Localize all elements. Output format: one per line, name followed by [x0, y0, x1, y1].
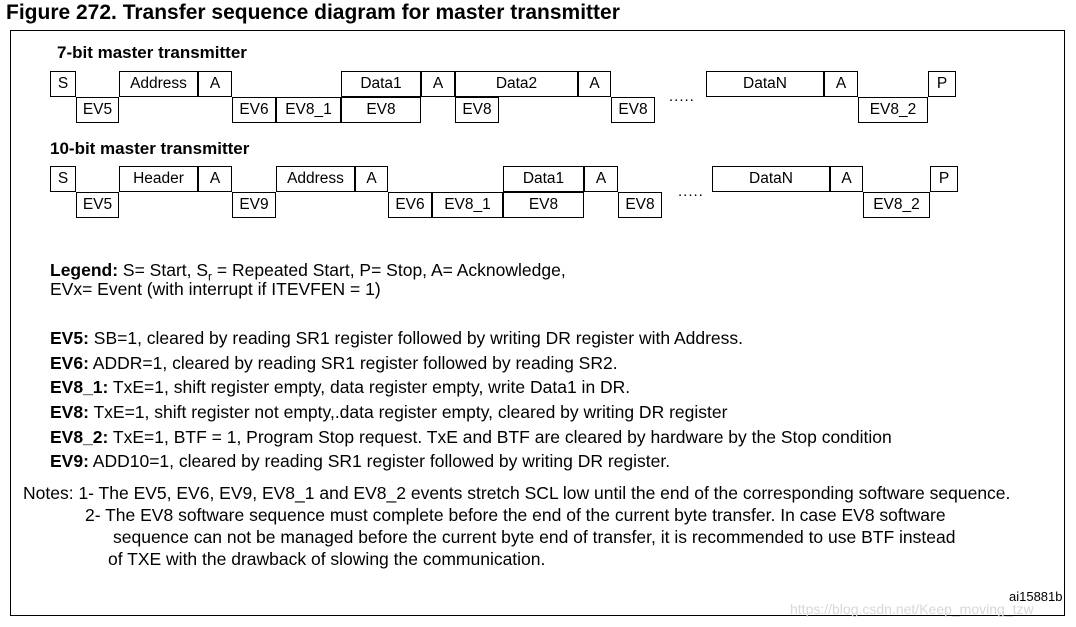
seq10-datan-cell: DataN [712, 166, 830, 192]
seq7-stop-cell: P [928, 71, 956, 97]
legend-text-a: S= Start, S [118, 260, 209, 280]
event-definition: EV8: TxE=1, shift register not empty,.da… [50, 402, 727, 423]
seq7-ev8-cell: EV8 [455, 97, 499, 123]
seq7-start-cell: S [50, 71, 76, 97]
event-definition: EV6: ADDR=1, cleared by reading SR1 regi… [50, 353, 618, 374]
seq7-ack-cell: A [824, 71, 858, 97]
event-desc: TxE=1, shift register empty, data regist… [108, 377, 631, 397]
seq10-ev8-2-cell: EV8_2 [863, 192, 930, 218]
seq7-ack-cell: A [578, 71, 611, 97]
seq10-ellipsis: ..... [678, 183, 704, 200]
seq10-ev9-cell: EV9 [232, 192, 276, 218]
note-line: of TXE with the drawback of slowing the … [108, 549, 546, 569]
watermark: https://blog.csdn.net/Keep_moving_tzw [790, 601, 1034, 617]
seq10-ev5-cell: EV5 [76, 192, 119, 218]
seq10-ev8-cell: EV8 [618, 192, 662, 218]
seq10-header-cell: Header [119, 166, 198, 192]
seq10-ack-cell: A [355, 166, 388, 192]
event-desc: SB=1, cleared by reading SR1 register fo… [88, 328, 744, 348]
seq7-datan-cell: DataN [706, 71, 824, 97]
seq7-ack-cell: A [421, 71, 455, 97]
seq7-ack-cell: A [198, 71, 232, 97]
seq10-title: 10-bit master transmitter [50, 139, 250, 158]
note-line: 2- The EV8 software sequence must comple… [85, 505, 946, 525]
figure-title: Figure 272. Transfer sequence diagram fo… [6, 1, 620, 24]
note-line: sequence can not be managed before the c… [113, 527, 956, 547]
seq7-ev8-1-cell: EV8_1 [276, 97, 341, 123]
seq7-title: 7-bit master transmitter [57, 43, 247, 62]
seq10-ev8-1-cell: EV8_1 [432, 192, 503, 218]
seq7-ev8-cell: EV8 [611, 97, 655, 123]
seq10-ev6-cell: EV6 [388, 192, 432, 218]
seq7-data1-cell: Data1 [341, 71, 421, 97]
event-name: EV5: [50, 328, 89, 348]
legend-label: Legend: [50, 260, 119, 280]
seq7-address-cell: Address [119, 71, 198, 97]
event-definition: EV5: SB=1, cleared by reading SR1 regist… [50, 328, 743, 349]
event-name: EV8_2: [50, 427, 109, 447]
event-desc: ADD10=1, cleared by reading SR1 register… [88, 451, 671, 471]
diagram-frame [10, 30, 1065, 616]
note-line: Notes: 1- The EV5, EV6, EV9, EV8_1 and E… [23, 483, 1011, 503]
seq7-ev6-cell: EV6 [232, 97, 276, 123]
seq10-ev8-cell: EV8 [503, 192, 584, 218]
event-desc: TxE=1, shift register not empty,.data re… [88, 402, 728, 422]
seq10-data1-cell: Data1 [503, 166, 584, 192]
seq7-ev8-cell: EV8 [341, 97, 421, 123]
legend-subscript: r [208, 269, 213, 284]
event-name: EV8: [50, 402, 89, 422]
event-desc: ADDR=1, cleared by reading SR1 register … [88, 353, 618, 373]
seq10-address-cell: Address [276, 166, 355, 192]
seq10-ack-cell: A [198, 166, 232, 192]
seq7-ev8-2-cell: EV8_2 [858, 97, 928, 123]
event-name: EV9: [50, 451, 89, 471]
figure-reference-id: ai15881b [1009, 589, 1063, 604]
seq10-start-cell: S [50, 166, 76, 192]
seq7-ev5-cell: EV5 [76, 97, 119, 123]
seq10-ack-cell: A [584, 166, 618, 192]
seq7-ellipsis: ..... [669, 88, 695, 105]
event-definition: EV8_1: TxE=1, shift register empty, data… [50, 377, 630, 398]
seq10-stop-cell: P [930, 166, 958, 192]
seq10-ack-cell: A [830, 166, 863, 192]
legend-text-b: = Repeated Start, P= Stop, A= Acknowledg… [212, 260, 566, 280]
event-name: EV6: [50, 353, 89, 373]
event-definition: EV8_2: TxE=1, BTF = 1, Program Stop requ… [50, 427, 892, 448]
seq7-data2-cell: Data2 [455, 71, 578, 97]
event-definition: EV9: ADD10=1, cleared by reading SR1 reg… [50, 451, 670, 472]
legend-line-2: EVx= Event (with interrupt if ITEVFEN = … [50, 279, 381, 299]
event-name: EV8_1: [50, 377, 109, 397]
legend-line-1: Legend: S= Start, Sr = Repeated Start, P… [50, 260, 566, 284]
event-desc: TxE=1, BTF = 1, Program Stop request. Tx… [108, 427, 892, 447]
